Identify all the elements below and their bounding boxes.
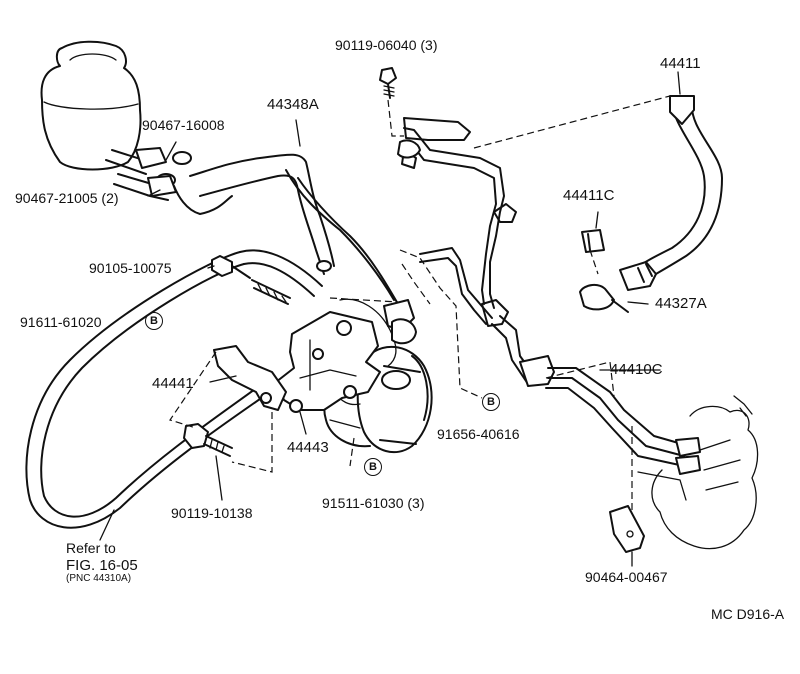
bolt-90105-10075 xyxy=(211,255,291,305)
callout-b-91511: B xyxy=(364,458,382,476)
label-44441: 44441 xyxy=(152,375,194,392)
label-91656-40616: 91656-40616 xyxy=(437,426,520,442)
label-44443: 44443 xyxy=(287,439,329,456)
label-90119-10138: 90119-10138 xyxy=(171,505,253,521)
bracket-44441 xyxy=(213,345,287,411)
bracket-44443 xyxy=(275,311,381,413)
label-44411: 44411 xyxy=(660,55,701,72)
pressure-tubes xyxy=(397,117,555,387)
label-44410C: 44410C xyxy=(610,361,663,378)
label-90105-10075: 90105-10075 xyxy=(89,260,172,276)
callout-b-91656: B xyxy=(482,393,500,411)
pressure-hose-44411 xyxy=(619,95,723,291)
refer-line1: Refer to xyxy=(66,540,116,556)
refer-line2: FIG. 16-05 xyxy=(66,557,138,574)
reservoir-tank xyxy=(40,40,142,171)
tube-44410C xyxy=(545,367,701,475)
diagram-code: MC D916-A xyxy=(711,606,785,622)
steering-gear xyxy=(637,395,759,550)
label-90464-00467: 90464-00467 xyxy=(585,569,668,585)
label-44411C: 44411C xyxy=(563,187,615,204)
label-91611-61020: 91611-61020 xyxy=(20,314,102,330)
return-hose-44348A xyxy=(173,153,399,305)
callout-b-91611: B xyxy=(145,312,163,330)
clamp-90464-00467 xyxy=(609,505,645,553)
label-90467-21005: 90467-21005 (2) xyxy=(15,190,119,206)
bracket-44327A xyxy=(579,284,629,313)
dashed-leaders xyxy=(169,95,671,512)
label-90467-16008: 90467-16008 xyxy=(142,117,225,133)
clip-44411C xyxy=(581,229,605,253)
label-44327A: 44327A xyxy=(655,295,707,312)
label-44348A: 44348A xyxy=(267,96,319,113)
label-91511-61030: 91511-61030 (3) xyxy=(322,495,425,511)
reservoir-hoses xyxy=(105,147,192,201)
bolt-90119-06040 xyxy=(379,67,397,99)
refer-line3: (PNC 44310A) xyxy=(66,573,132,584)
solid-leaders xyxy=(99,71,681,567)
label-90119-06040: 90119-06040 (3) xyxy=(335,37,438,53)
bolt-90119-10138 xyxy=(183,423,233,457)
